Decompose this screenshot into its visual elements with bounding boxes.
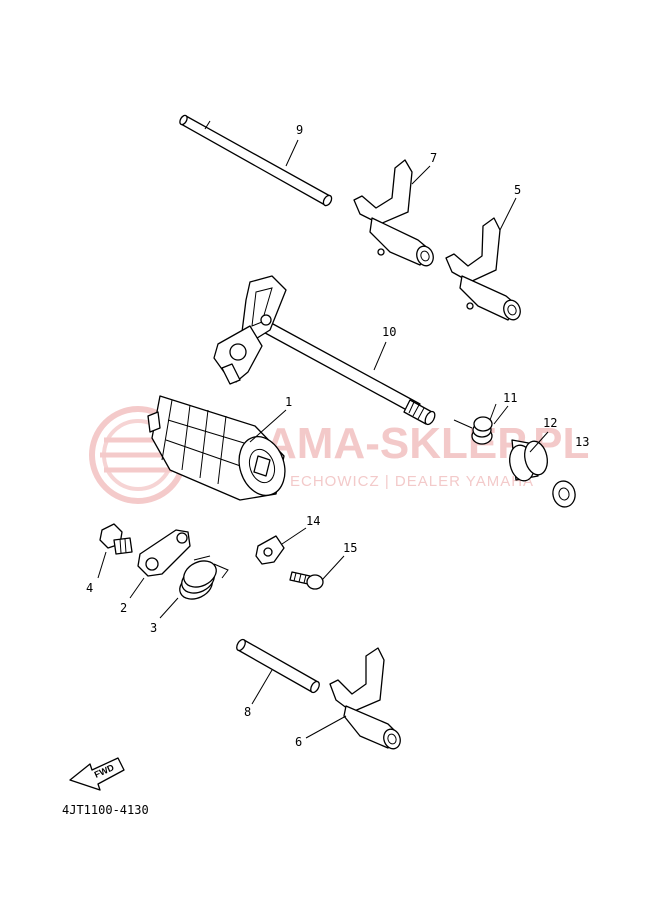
part-13-washer[interactable] [551,479,578,509]
leader-lines [97,139,549,739]
part-4-bolt[interactable] [99,523,133,555]
part-15-screw[interactable] [289,571,324,590]
callout-6: 6 [295,735,302,749]
callout-labels: 9 7 5 10 1 11 12 13 14 15 4 2 3 8 6 [86,123,589,749]
part-1-shift-drum[interactable] [147,395,292,501]
callout-15: 15 [343,541,357,555]
part-2-stopper-lever[interactable] [137,529,191,577]
diagram-code: 4JT1100-4130 [62,803,149,817]
callout-1: 1 [285,395,292,409]
callout-5: 5 [514,183,521,197]
part-9-shift-rod[interactable] [178,114,333,207]
fwd-arrow-icon: FWD [69,757,125,791]
watermark-sub-text: ECHOWICZ | DEALER YAMAHA [290,473,534,490]
callout-9: 9 [296,123,303,137]
callout-10: 10 [382,325,396,339]
part-10-shift-shaft[interactable] [213,275,437,426]
part-8-shift-rod[interactable] [235,638,321,694]
callout-13: 13 [575,435,589,449]
callout-3: 3 [150,621,157,635]
part-7-shift-fork[interactable] [353,159,436,268]
callout-12: 12 [543,416,557,430]
callout-14: 14 [306,514,320,528]
part-11-torsion-spring[interactable] [453,403,497,445]
callout-7: 7 [430,151,437,165]
callout-11: 11 [503,391,517,405]
part-14-segment[interactable] [255,535,285,565]
callout-8: 8 [244,705,251,719]
callout-2: 2 [120,601,127,615]
callout-4: 4 [86,581,93,595]
part-5-shift-fork[interactable] [445,217,523,322]
part-12-collar[interactable] [507,439,551,483]
part-3-spring[interactable] [176,555,229,604]
part-6-shift-fork[interactable] [329,647,403,751]
